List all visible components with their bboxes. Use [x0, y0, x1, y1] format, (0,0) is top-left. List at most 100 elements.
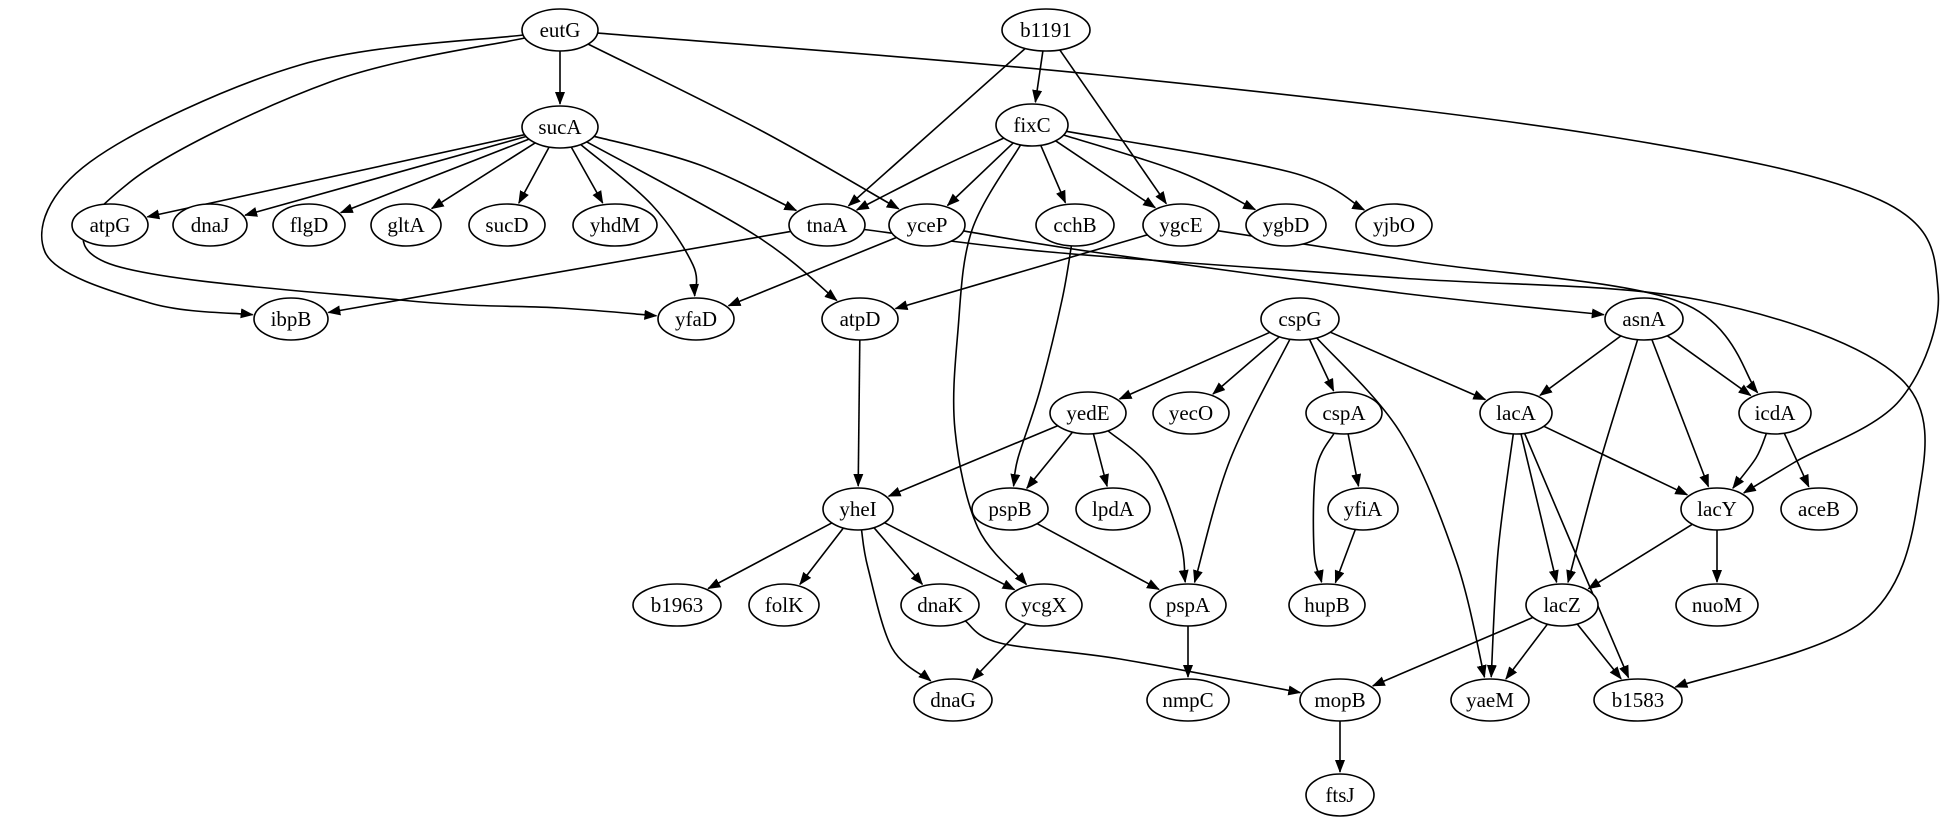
node-asnA-ellipse [1604, 297, 1684, 341]
edge-tnaA-ibpB [327, 230, 791, 316]
edge-fixC-cchB [1040, 145, 1067, 204]
edge-eutG-lacY [597, 32, 1940, 494]
edge-fixC-ycgX [952, 144, 1028, 586]
node-nmpC: nmpC [1146, 678, 1230, 722]
node-sucA-label: sucA [538, 115, 582, 139]
edge-b1191-tnaA [847, 47, 1026, 207]
edge-cspA-hupB [1312, 432, 1335, 584]
edge-fixC-tnaA [855, 137, 1005, 211]
node-gltA-ellipse [370, 203, 442, 247]
node-yceP-label: yceP [907, 213, 948, 237]
edge-sucA-tnaA [593, 135, 798, 212]
node-mopB-label: mopB [1314, 688, 1365, 712]
edge-yedE-pspB [1026, 431, 1074, 490]
node-ygbD-label: ygbD [1263, 213, 1310, 237]
node-yaeM: yaeM [1450, 678, 1530, 722]
node-sucA: sucA [521, 105, 599, 149]
node-yecO-label: yecO [1169, 401, 1213, 425]
node-pspA: pspA [1149, 583, 1227, 627]
edge-b1191-ygcE [1059, 49, 1167, 205]
node-ygbD-ellipse [1245, 203, 1327, 247]
node-yhdM-ellipse [572, 203, 658, 247]
node-dnaK: dnaK [900, 583, 980, 627]
node-cspA-ellipse [1305, 391, 1383, 435]
edge-dnaK-mopB [964, 620, 1302, 696]
edge-lacZ-b1583 [1576, 623, 1622, 680]
node-atpG-label: atpG [90, 213, 131, 237]
node-folK-ellipse [748, 583, 820, 627]
edge-lacA-yaeM [1486, 433, 1515, 678]
edge-tnaA-b1583 [864, 228, 1926, 688]
node-gltA-label: gltA [387, 213, 425, 237]
node-cspG-label: cspG [1278, 307, 1321, 331]
node-ygbD: ygbD [1245, 203, 1327, 247]
edge-eutG-yfaD [82, 37, 658, 320]
edge-sucA-atpD [586, 141, 838, 302]
node-b1191-label: b1191 [1020, 18, 1072, 42]
node-tnaA-ellipse [788, 203, 866, 247]
edge-yceP-asnA [963, 230, 1605, 319]
node-folK: folK [748, 583, 820, 627]
node-b1583-ellipse [1593, 678, 1683, 722]
node-yfaD-ellipse [657, 297, 735, 341]
edge-sucA-dnaJ [244, 135, 527, 217]
node-hupB-ellipse [1288, 583, 1366, 627]
edge-cchB-pspB [1010, 245, 1073, 488]
node-lacZ: lacZ [1525, 583, 1599, 627]
node-flgD-ellipse [272, 203, 346, 247]
node-b1963-label: b1963 [651, 593, 704, 617]
node-cchB: cchB [1035, 203, 1115, 247]
node-yheI: yheI [822, 487, 894, 531]
node-asnA: asnA [1604, 297, 1684, 341]
node-lacA-label: lacA [1496, 401, 1536, 425]
edge-b1191-fixC [1032, 50, 1044, 104]
node-lacZ-label: lacZ [1543, 593, 1580, 617]
node-atpD-ellipse [821, 297, 899, 341]
edge-fixC-ygbD [1063, 134, 1257, 211]
edge-atpD-yheI [853, 339, 864, 487]
node-atpD: atpD [821, 297, 899, 341]
edge-cspG-pspA [1193, 338, 1291, 584]
node-tnaA: tnaA [788, 203, 866, 247]
edge-cspG-yaeM [1316, 337, 1487, 679]
node-aceB: aceB [1780, 487, 1858, 531]
node-pspB-ellipse [971, 487, 1049, 531]
node-hupB: hupB [1288, 583, 1366, 627]
node-mopB-ellipse [1299, 678, 1381, 722]
edge-fixC-yjbO [1066, 130, 1366, 211]
node-sucA-ellipse [521, 105, 599, 149]
node-flgD-label: flgD [290, 213, 329, 237]
edge-cspG-lacA [1329, 331, 1487, 401]
node-fixC-label: fixC [1013, 113, 1050, 137]
edge-ygcE-atpD [894, 234, 1148, 311]
node-icdA: icdA [1738, 391, 1812, 435]
edge-yedE-lpdA [1092, 433, 1109, 488]
node-sucD-label: sucD [485, 213, 528, 237]
edge-cspG-cspA [1308, 339, 1335, 392]
node-lacY-ellipse [1680, 487, 1754, 531]
node-lpdA: lpdA [1075, 487, 1151, 531]
node-nmpC-ellipse [1146, 678, 1230, 722]
edge-sucA-yfaD [580, 143, 700, 297]
node-ygcE: ygcE [1142, 203, 1220, 247]
node-icdA-label: icdA [1755, 401, 1797, 425]
node-pspA-ellipse [1149, 583, 1227, 627]
edge-lacZ-yaeM [1505, 623, 1549, 680]
edge-asnA-icdA [1666, 335, 1752, 397]
node-yjbO: yjbO [1355, 203, 1433, 247]
node-tnaA-label: tnaA [807, 213, 849, 237]
node-atpG-ellipse [71, 203, 149, 247]
node-yjbO-ellipse [1355, 203, 1433, 247]
node-pspB-label: pspB [988, 497, 1031, 521]
node-yaeM-label: yaeM [1466, 688, 1514, 712]
node-ftsJ-label: ftsJ [1325, 783, 1354, 807]
edge-lacA-lacY [1543, 425, 1689, 496]
node-mopB: mopB [1299, 678, 1381, 722]
node-yfaD-label: yfaD [675, 307, 717, 331]
node-yfiA: yfiA [1327, 487, 1399, 531]
edge-cspG-yedE [1118, 331, 1271, 400]
node-cspG-ellipse [1260, 297, 1340, 341]
edge-yfiA-hupB [1334, 529, 1357, 584]
node-flgD: flgD [272, 203, 346, 247]
node-cspA-label: cspA [1322, 401, 1366, 425]
